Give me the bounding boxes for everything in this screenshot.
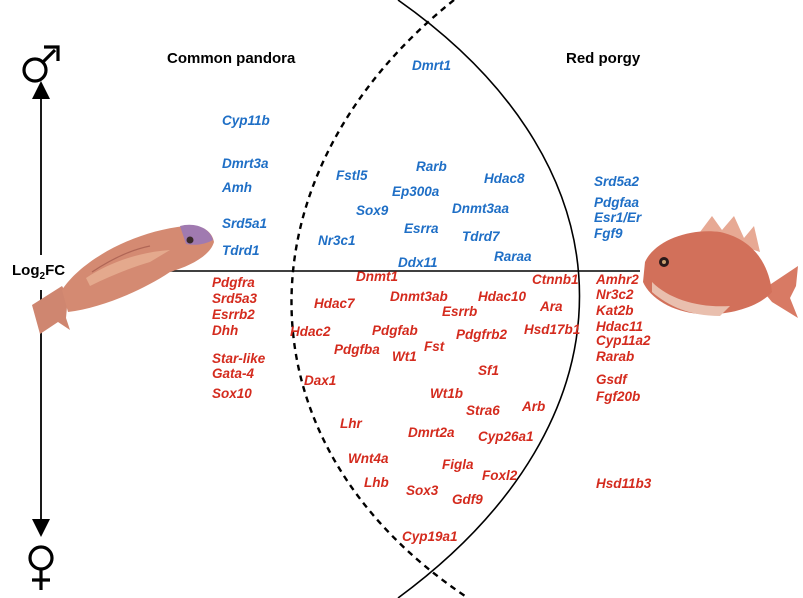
axis-label-subscript: 2 xyxy=(39,271,46,282)
gene-label-wnt4a: Wnt4a xyxy=(348,451,389,466)
common-pandora-title: Common pandora xyxy=(167,50,296,67)
gene-label-hsd17b1: Hsd17b1 xyxy=(524,322,581,337)
log2fc-axis-label: Log2FC xyxy=(12,262,65,282)
gene-label-figla: Figla xyxy=(442,457,474,472)
gene-label-ctnnb1: Ctnnb1 xyxy=(532,272,579,287)
gene-label-dmrt3a: Dmrt3a xyxy=(222,156,269,171)
gene-label-gata-4: Gata-4 xyxy=(212,366,255,381)
gene-label-wt1: Wt1 xyxy=(392,349,417,364)
gene-label-cyp19a1: Cyp19a1 xyxy=(402,529,458,544)
gene-label-sox10: Sox10 xyxy=(212,386,252,401)
gene-label-nr3c1: Nr3c1 xyxy=(318,233,356,248)
gene-label-ara: Ara xyxy=(540,299,563,314)
gene-label-hdac2: Hdac2 xyxy=(290,324,331,339)
gene-label-tdrd7: Tdrd7 xyxy=(462,229,500,244)
gene-label-esr1-er: Esr1/Er xyxy=(594,210,642,225)
gene-label-lhb: Lhb xyxy=(364,475,389,490)
gene-label-ep300a: Ep300a xyxy=(392,184,440,199)
female-symbol-icon xyxy=(28,545,54,590)
gene-label-pdgfab: Pdgfab xyxy=(372,323,418,338)
gene-label-fgf9: Fgf9 xyxy=(594,226,623,241)
gene-label-sf1: Sf1 xyxy=(478,363,500,378)
gene-label-dhh: Dhh xyxy=(212,323,239,338)
gene-label-sox3: Sox3 xyxy=(406,483,439,498)
gene-label-star-like: Star-like xyxy=(212,351,266,366)
gene-label-hdac11: Hdac11 xyxy=(596,319,644,334)
gene-label-stra6: Stra6 xyxy=(466,403,500,418)
gene-label-foxl2: Foxl2 xyxy=(482,468,518,483)
gene-label-ddx11: Ddx11 xyxy=(398,255,438,270)
common-pandora-fish-image xyxy=(32,224,214,334)
gene-label-hdac10: Hdac10 xyxy=(478,289,527,304)
gene-label-pdgfrb2: Pdgfrb2 xyxy=(456,327,508,342)
gene-label-dnmt1: Dnmt1 xyxy=(356,269,399,284)
axis-label-tail: FC xyxy=(45,262,66,279)
gene-label-hdac7: Hdac7 xyxy=(314,296,355,311)
gene-label-kat2b: Kat2b xyxy=(596,303,634,318)
gene-label-cyp26a1: Cyp26a1 xyxy=(478,429,534,444)
gene-label-cyp11b: Cyp11b xyxy=(222,113,270,128)
red-porgy-boundary-arc xyxy=(397,0,581,598)
gene-label-wt1b: Wt1b xyxy=(430,386,463,401)
gene-label-srd5a1: Srd5a1 xyxy=(222,216,268,231)
red-porgy-fish-image xyxy=(643,216,798,318)
gene-label-dax1: Dax1 xyxy=(304,373,337,388)
gene-label-dnmt3aa: Dnmt3aa xyxy=(452,201,510,216)
gene-label-dmrt1: Dmrt1 xyxy=(412,58,452,73)
gene-label-esrrb2: Esrrb2 xyxy=(212,307,255,322)
common-pandora-boundary-arc xyxy=(290,0,469,598)
gene-label-rarb: Rarb xyxy=(416,159,447,174)
gene-label-pdgfba: Pdgfba xyxy=(334,342,380,357)
gene-label-tdrd1: Tdrd1 xyxy=(222,243,260,258)
gene-label-esrra: Esrra xyxy=(404,221,439,236)
gene-label-esrrb: Esrrb xyxy=(442,304,478,319)
gene-label-arb: Arb xyxy=(522,399,546,414)
gene-label-amh: Amh xyxy=(222,180,252,195)
gene-label-nr3c2: Nr3c2 xyxy=(596,287,634,302)
gene-label-hdac8: Hdac8 xyxy=(484,171,525,186)
red-porgy-title: Red porgy xyxy=(566,50,641,67)
gene-label-fst: Fst xyxy=(424,339,445,354)
gene-label-dnmt3ab: Dnmt3ab xyxy=(390,289,448,304)
gene-label-dmrt2a: Dmrt2a xyxy=(408,425,455,440)
gene-label-srd5a3: Srd5a3 xyxy=(212,291,258,306)
gene-label-fgf20b: Fgf20b xyxy=(596,389,641,404)
gene-label-amhr2: Amhr2 xyxy=(596,272,639,287)
gene-label-gsdf: Gsdf xyxy=(596,372,627,387)
gene-label-srd5a2: Srd5a2 xyxy=(594,174,640,189)
male-symbol-icon xyxy=(22,45,60,83)
gene-label-pdgfaa: Pdgfaa xyxy=(594,195,640,210)
gene-label-gdf9: Gdf9 xyxy=(452,492,483,507)
gene-label-fstl5: Fstl5 xyxy=(336,168,368,183)
gene-label-raraa: Raraa xyxy=(494,249,532,264)
axis-label-main: Log xyxy=(12,262,40,279)
gene-label-hsd11b3: Hsd11b3 xyxy=(596,476,652,491)
gene-label-cyp11a2: Cyp11a2 xyxy=(596,333,651,348)
gene-label-lhr: Lhr xyxy=(340,416,362,431)
gene-label-rarab: Rarab xyxy=(596,349,635,364)
gene-label-sox9: Sox9 xyxy=(356,203,389,218)
gene-label-pdgfra: Pdgfra xyxy=(212,275,255,290)
